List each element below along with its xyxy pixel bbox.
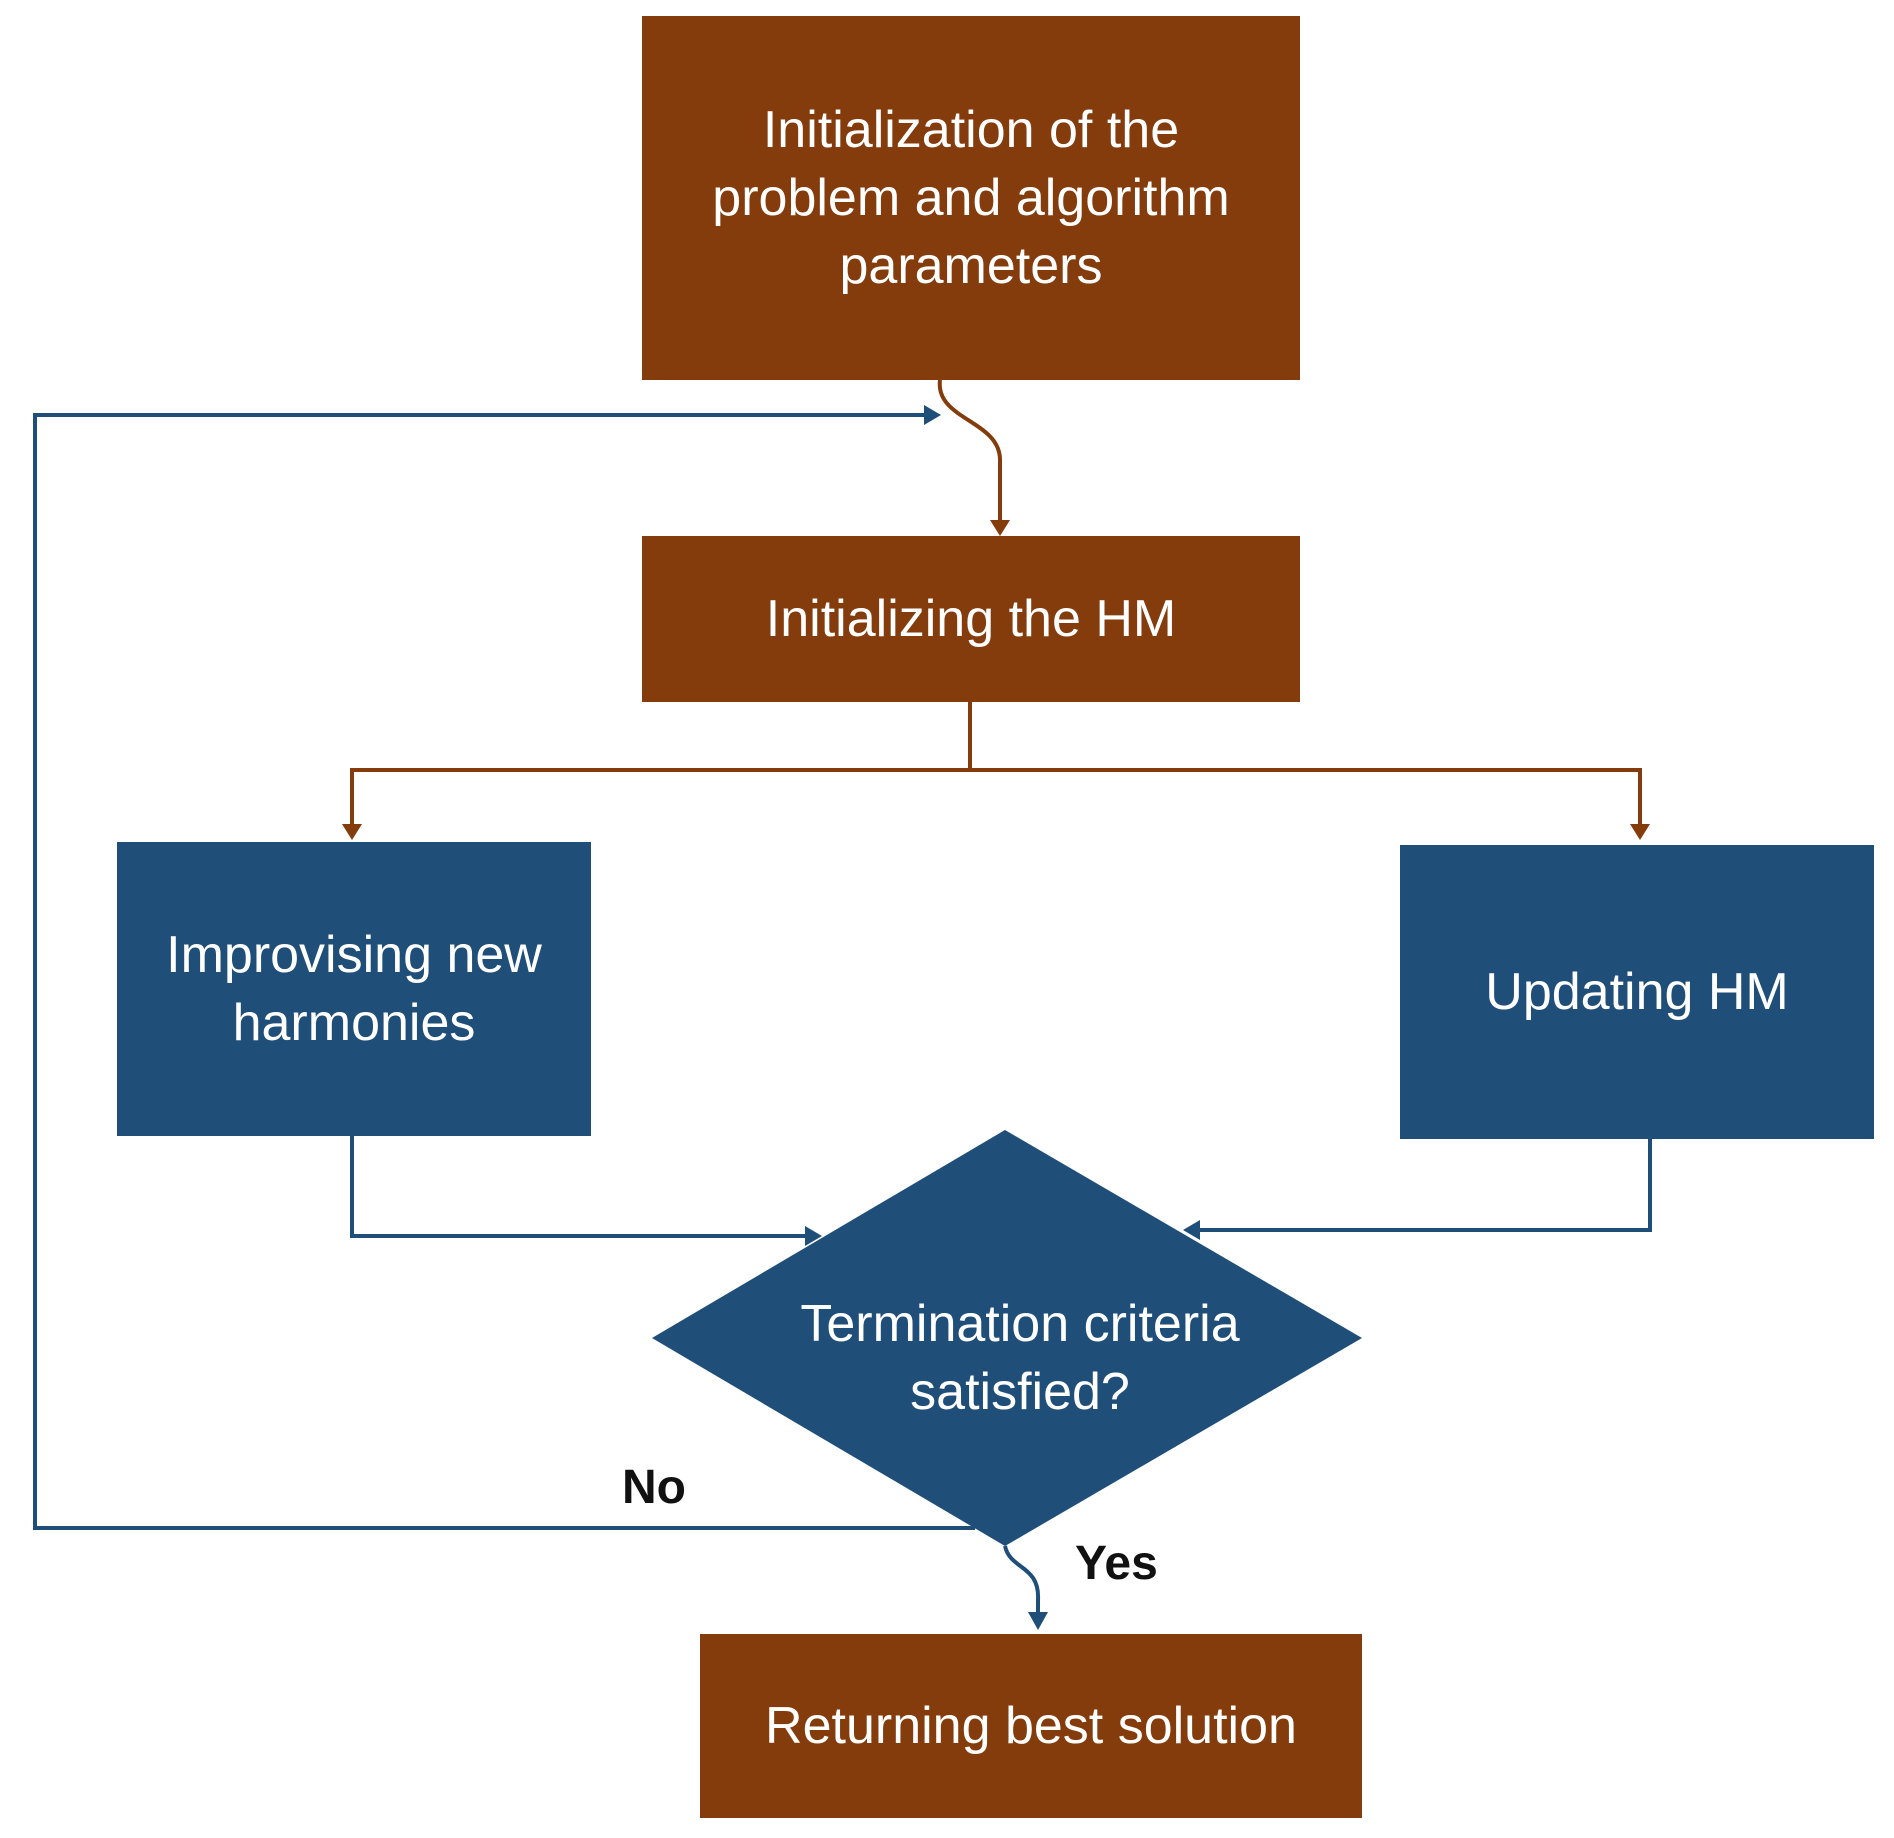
init-params-box: Initialization of the problem and algori… (642, 16, 1300, 380)
return-best-label: Returning best solution (765, 1697, 1297, 1755)
arrowhead-no-loop (924, 405, 941, 425)
decision-label: Termination criteria satisfied? (800, 1295, 1240, 1421)
arrow-init-hm-to-update (970, 768, 1642, 826)
edge-label-no: No (622, 1461, 686, 1514)
arrowhead-yes (1028, 1612, 1048, 1630)
init-hm-box: Initializing the HM (642, 536, 1300, 702)
init-params-label: Initialization of the problem and algori… (712, 101, 1230, 295)
return-best-box: Returning best solution (700, 1634, 1362, 1818)
arrowhead-init-hm (990, 520, 1010, 536)
arrow-init-hm-split (350, 700, 972, 826)
init-hm-label: Initializing the HM (765, 590, 1177, 648)
update-hm-label: Updating HM (1485, 963, 1789, 1021)
arrow-yes (1003, 1545, 1041, 1615)
arrowhead-improvise (342, 824, 362, 840)
update-hm-box: Updating HM (1400, 845, 1874, 1139)
improvise-label: Improvising new harmonies (166, 926, 542, 1052)
arrowhead-decision-left (805, 1226, 822, 1246)
edge-label-yes: Yes (1075, 1537, 1158, 1590)
arrow-init-params-to-init-hm (937, 379, 1002, 522)
arrow-no-loop (33, 413, 975, 1530)
arrow-update-to-decision (1200, 1138, 1652, 1232)
decision-diamond (652, 1130, 1362, 1546)
arrowhead-decision-right (1183, 1220, 1200, 1240)
arrow-improvise-to-decision (350, 1135, 805, 1238)
improvise-box: Improvising new harmonies (117, 842, 591, 1136)
arrowhead-update (1630, 824, 1650, 840)
